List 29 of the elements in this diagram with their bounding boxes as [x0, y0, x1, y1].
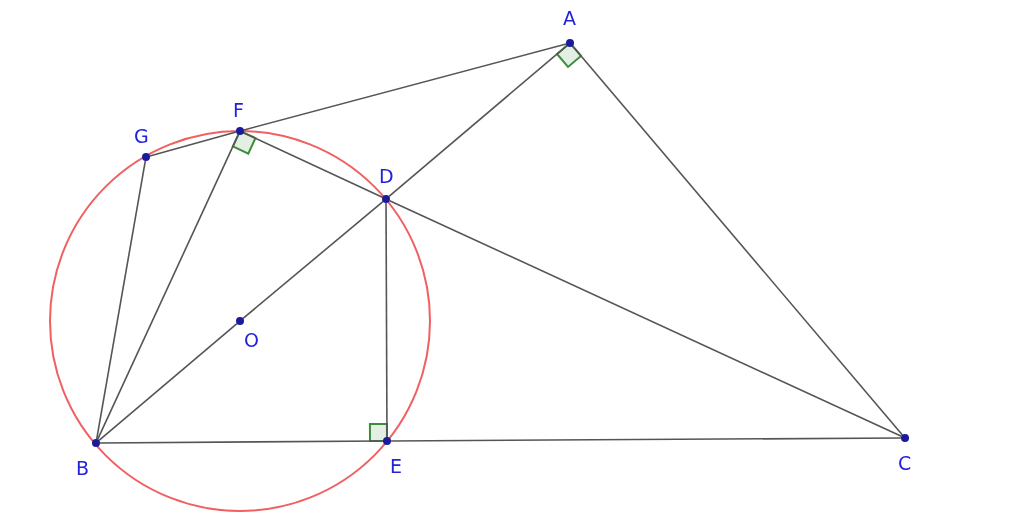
point-label: F: [233, 100, 244, 120]
point-dot: [142, 153, 150, 161]
point-label: O: [244, 330, 259, 350]
point-dot: [92, 439, 100, 447]
line-segment: [388, 44, 568, 198]
line-segment: [98, 322, 238, 442]
line-segment: [242, 131, 384, 199]
line-segment: [242, 200, 384, 320]
point-label: D: [379, 166, 394, 186]
line-segment: [99, 440, 384, 444]
line-segment: [96, 133, 240, 441]
point-label: E: [390, 456, 402, 476]
line-segment: [95, 160, 147, 440]
point-dot: [382, 195, 390, 203]
point-dot: [236, 127, 244, 135]
point-label: B: [76, 458, 90, 478]
line-segment: [385, 202, 388, 438]
line-segment: [388, 199, 903, 438]
line-segment: [149, 131, 237, 157]
line-segment: [243, 43, 567, 131]
point-dot: [383, 437, 391, 445]
point-dot: [566, 39, 574, 47]
line-segment: [390, 437, 902, 442]
line-segment: [571, 45, 904, 436]
point-dot: [236, 317, 244, 325]
point-label: A: [563, 8, 576, 28]
point-label: C: [898, 453, 912, 473]
point-label: G: [134, 126, 149, 146]
point-dot: [901, 434, 909, 442]
